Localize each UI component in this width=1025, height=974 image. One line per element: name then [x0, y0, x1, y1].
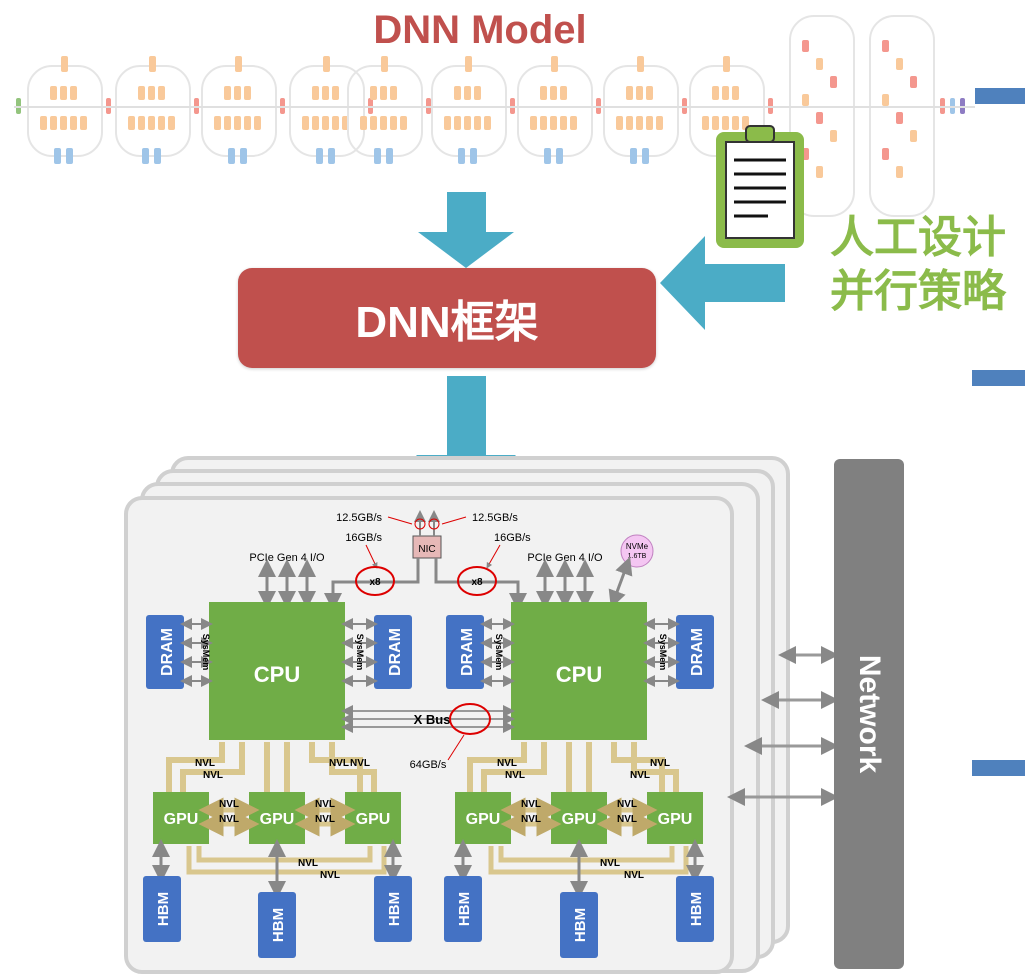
nvme-size: 1.6TB [628, 553, 647, 560]
gpu-label-4: GPU [466, 811, 501, 828]
gpu-label-2: GPU [260, 811, 295, 828]
svg-text:NVL: NVL [350, 758, 370, 769]
svg-text:NVL: NVL [219, 799, 239, 810]
network-label: Network [853, 654, 886, 774]
svg-text:NVL: NVL [195, 758, 215, 769]
dnn-model-title: DNN Model [373, 8, 587, 52]
svg-text:HBM: HBM [688, 892, 705, 926]
svg-text:HBM: HBM [572, 908, 589, 942]
arrow-strategy-to-framework [660, 236, 785, 330]
nvl-links [166, 742, 679, 792]
cpu-left-label: CPU [254, 662, 300, 687]
svg-text:NVL: NVL [219, 814, 239, 825]
network-bar: Network [834, 459, 904, 969]
svg-text:NVL: NVL [315, 814, 335, 825]
dnn-model-illustration [14, 15, 975, 217]
dram-modules [146, 615, 714, 689]
x8-left: x8 [369, 577, 381, 588]
pcie-bw-left: 16GB/s [345, 532, 382, 544]
svg-text:NVL: NVL [497, 758, 517, 769]
manual-design-label: 人工设计 [830, 213, 1006, 262]
svg-text:NVL: NVL [521, 814, 541, 825]
framework-label: DNN框架 [355, 298, 539, 347]
nic-label: NIC [418, 544, 435, 555]
svg-text:SysMem: SysMem [658, 634, 668, 671]
svg-text:NVL: NVL [505, 770, 525, 781]
svg-text:NVL: NVL [315, 799, 335, 810]
gpu-label-1: GPU [164, 811, 199, 828]
svg-text:NVL: NVL [329, 758, 349, 769]
pcie-label-left: PCIe Gen 4 I/O [249, 552, 325, 564]
svg-text:NVL: NVL [203, 770, 223, 781]
network-link-arrows [727, 646, 839, 806]
nvme-label: NVMe [626, 542, 649, 551]
side-bar-top [975, 88, 1025, 104]
cpu-left [209, 602, 345, 740]
pcie-bw-right: 16GB/s [494, 532, 531, 544]
svg-text:NVL: NVL [521, 799, 541, 810]
nvme-disk [620, 534, 654, 568]
clipboard-icon [716, 125, 804, 248]
svg-text:NVL: NVL [617, 814, 637, 825]
parallel-strategy-label: 并行策略 [830, 267, 1006, 316]
svg-text:HBM: HBM [386, 892, 403, 926]
xbus-bw: 64GB/s [410, 759, 447, 771]
side-bar-middle [972, 370, 1025, 386]
x8-right: x8 [471, 577, 483, 588]
gpu-label-3: GPU [356, 811, 391, 828]
nic-box [412, 535, 442, 559]
svg-text:HBM: HBM [456, 892, 473, 926]
arrow-model-to-framework [418, 192, 514, 268]
dram-label-3: DRAM [459, 628, 476, 676]
svg-text:NVL: NVL [630, 770, 650, 781]
svg-text:NVL: NVL [600, 858, 620, 869]
svg-text:HBM: HBM [155, 892, 172, 926]
svg-text:NVL: NVL [624, 870, 644, 881]
nic-bw-left: 12.5GB/s [336, 512, 382, 524]
cpu-right-label: CPU [556, 662, 602, 687]
dram-label-4: DRAM [689, 628, 706, 676]
svg-text:SysMem: SysMem [494, 634, 504, 671]
svg-text:NVL: NVL [617, 799, 637, 810]
svg-text:SysMem: SysMem [355, 634, 365, 671]
dram-label-2: DRAM [387, 628, 404, 676]
svg-text:HBM: HBM [270, 908, 287, 942]
svg-text:NVL: NVL [650, 758, 670, 769]
gpu-label-6: GPU [658, 811, 693, 828]
side-bar-bottom [972, 760, 1025, 776]
svg-text:SysMem: SysMem [201, 634, 211, 671]
dram-label-1: DRAM [159, 628, 176, 676]
nic-bw-right: 12.5GB/s [472, 512, 518, 524]
gpu-label-5: GPU [562, 811, 597, 828]
dnn-framework-box: DNN框架 [238, 268, 656, 368]
xbus-label: X Bus [414, 712, 451, 727]
hbm-modules [143, 876, 714, 958]
svg-text:NVL: NVL [320, 870, 340, 881]
pcie-label-right: PCIe Gen 4 I/O [527, 552, 603, 564]
svg-text:NVL: NVL [298, 858, 318, 869]
cpu-right [511, 602, 647, 740]
